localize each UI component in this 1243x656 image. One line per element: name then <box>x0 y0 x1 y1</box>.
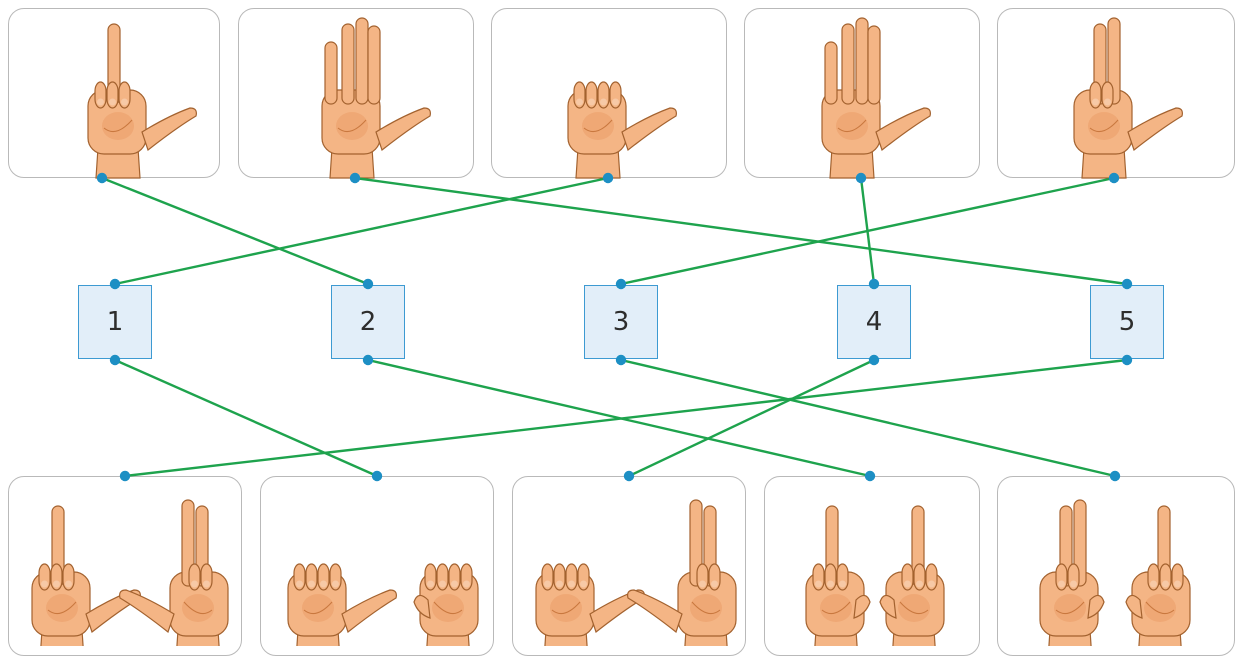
hand-two-fingers-thumb-icon <box>627 499 737 646</box>
anchor-dot <box>96 172 108 184</box>
anchor-dot <box>623 470 635 482</box>
anchor-dot <box>371 470 383 482</box>
connector-top-5 <box>620 176 1115 286</box>
anchor-dot <box>362 354 374 366</box>
hand-thumb-icon <box>535 563 645 646</box>
hand-two-fingers-icon <box>1039 499 1105 646</box>
number-box-2: 2 <box>331 285 405 359</box>
anchor-dot <box>615 278 627 290</box>
connector-top-3 <box>114 176 609 286</box>
hand-thumb-icon <box>287 563 397 646</box>
connector-bottom-5 <box>124 358 1128 478</box>
anchor-dot <box>349 172 361 184</box>
anchor-dot <box>868 278 880 290</box>
number-box-1: 1 <box>78 285 152 359</box>
anchor-dot <box>1108 172 1120 184</box>
anchor-dot <box>864 470 876 482</box>
number-label: 5 <box>1118 307 1136 337</box>
anchor-dot <box>1109 470 1121 482</box>
hand-thumb-icon <box>567 81 677 179</box>
hand-four-fingers-icon <box>821 17 931 179</box>
connector-bottom-1 <box>114 358 378 478</box>
connector-top-2 <box>354 176 1128 286</box>
anchor-dot <box>855 172 867 184</box>
anchor-dot <box>362 278 374 290</box>
anchor-dot <box>109 354 121 366</box>
number-box-5: 5 <box>1090 285 1164 359</box>
anchor-dot <box>119 470 131 482</box>
hand-index-thumb-icon <box>31 505 141 646</box>
hand-index-icon <box>879 505 945 646</box>
hand-index-thumb-icon <box>87 23 197 179</box>
anchor-dot <box>1121 354 1133 366</box>
number-box-4: 4 <box>837 285 911 359</box>
hand-index-icon <box>1125 505 1191 646</box>
anchor-dot <box>615 354 627 366</box>
number-label: 3 <box>612 307 630 337</box>
anchor-dot <box>602 172 614 184</box>
bottom-card-5 <box>997 476 1235 656</box>
connector-top-1 <box>101 176 369 286</box>
hand-fist-icon <box>413 563 479 646</box>
anchor-dot <box>1121 278 1133 290</box>
connector-bottom-3 <box>620 358 1116 478</box>
anchor-dot <box>868 354 880 366</box>
hand-two-fingers-thumb-icon <box>119 499 229 646</box>
hand-index-icon <box>805 505 871 646</box>
number-label: 4 <box>865 307 883 337</box>
anchor-dot <box>109 278 121 290</box>
number-box-3: 3 <box>584 285 658 359</box>
hand-two-fingers-thumb-icon <box>1073 17 1183 179</box>
connector-bottom-4 <box>628 358 875 478</box>
number-label: 2 <box>359 307 377 337</box>
number-label: 1 <box>106 307 124 337</box>
